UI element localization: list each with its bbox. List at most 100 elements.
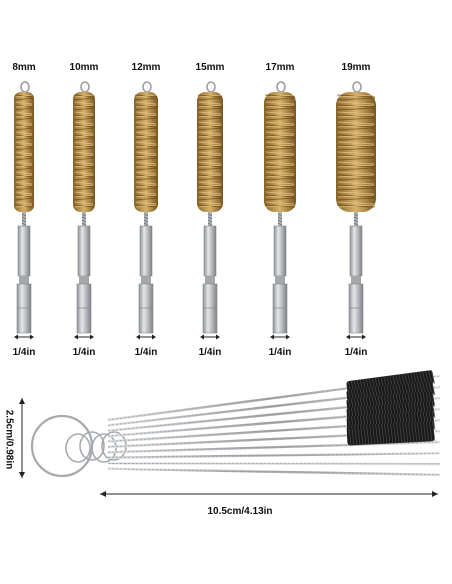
bristle-tuft: [197, 107, 223, 111]
bristle-tuft: [375, 424, 379, 445]
length-arrowhead-left: [100, 491, 106, 497]
bristle-tuft: [336, 107, 376, 111]
bristle-tuft: [351, 425, 355, 446]
bristle-tuft: [134, 137, 158, 141]
bristle-tuft: [197, 147, 223, 151]
bristle-tuft: [74, 124, 94, 128]
bristle-tuft: [15, 124, 33, 128]
bristle-tuft: [431, 369, 436, 384]
bristle-tuft: [198, 101, 222, 105]
bristle-tuft: [197, 117, 223, 121]
bristle-tuft: [135, 194, 157, 198]
brush-loop: [80, 81, 90, 93]
bristle-tuft: [402, 422, 406, 443]
bristle-tuft: [354, 425, 358, 446]
bristle-tuft: [337, 161, 375, 165]
bristle-tuft: [337, 194, 375, 198]
bore-brush: [264, 81, 296, 340]
shank-arrowhead-right: [216, 334, 220, 340]
width-label: 2.5cm/0.98in: [3, 409, 15, 470]
bristle-tuft: [198, 141, 222, 145]
bristle-tuft: [74, 111, 94, 115]
wire-twist: [107, 441, 441, 453]
bristle-tuft: [135, 174, 157, 178]
bristle-tuft: [197, 137, 223, 141]
bristle-tuft: [197, 197, 223, 201]
bristle-tuft: [396, 423, 400, 444]
bristle-tuft: [134, 97, 158, 101]
bristle-tuft: [265, 161, 295, 165]
bristle-tuft: [14, 177, 34, 181]
bristle-tuft: [15, 121, 33, 125]
bristle-tuft: [134, 167, 158, 171]
bristle-tuft: [265, 131, 295, 135]
hex-shank-base: [16, 283, 32, 309]
brush-loop: [276, 81, 286, 93]
bristle-tuft: [337, 154, 375, 158]
bristle-tuft: [337, 171, 375, 175]
bristle-tuft: [15, 94, 33, 98]
bristle-tuft: [14, 167, 34, 171]
hex-shank-upper: [273, 225, 287, 277]
bristle-tuft: [14, 97, 34, 101]
twisted-wire-stem: [144, 212, 148, 228]
bristle-tuft: [73, 117, 95, 121]
bristle-tuft: [14, 147, 34, 151]
bristle-tuft: [134, 127, 158, 131]
hex-shank-tip: [202, 307, 218, 334]
twisted-wire-stem: [208, 212, 212, 228]
bore-brush: [197, 81, 223, 340]
bristle-tuft: [198, 171, 222, 175]
bristle-tuft: [390, 423, 394, 444]
bronze-bristles: [134, 92, 158, 212]
shank-groove: [275, 276, 285, 284]
bristle-tuft: [15, 151, 33, 155]
shank-arrowhead-right: [286, 334, 290, 340]
hex-shank-base: [272, 283, 288, 309]
brush-loop: [20, 81, 30, 93]
shank-arrowhead-right: [90, 334, 94, 340]
bristle-tuft: [134, 197, 158, 201]
bristle-tuft: [15, 184, 33, 188]
bristle-tuft: [265, 201, 295, 205]
bristle-tuft: [14, 137, 34, 141]
bristle-tuft: [15, 101, 33, 105]
wire-twist: [353, 219, 359, 223]
bristle-tuft: [423, 421, 427, 442]
bristle-tuft: [432, 421, 436, 442]
bristle-tuft: [381, 423, 385, 444]
shank-size-label: 1/4in: [268, 347, 292, 358]
bristle-tuft: [357, 424, 361, 445]
hex-shank-tip: [138, 307, 154, 334]
bristle-tuft: [73, 187, 95, 191]
bristle-tuft: [74, 194, 94, 198]
bristle-tuft: [74, 171, 94, 175]
twisted-wire-stem: [278, 212, 282, 228]
bristle-tuft: [135, 151, 157, 155]
bristle-tuft: [264, 107, 296, 111]
wire-twist: [107, 462, 441, 465]
wire-twist: [143, 216, 149, 220]
bristle-tuft: [135, 161, 157, 165]
bristle-tuft: [336, 137, 376, 141]
bristle-tuft: [74, 174, 94, 178]
bristle-tuft: [15, 104, 33, 108]
bristle-tuft: [73, 137, 95, 141]
bronze-bristles: [73, 92, 95, 212]
bristle-tuft: [73, 127, 95, 131]
bristle-tuft: [336, 167, 376, 171]
bristle-tuft: [73, 97, 95, 101]
bristle-tuft: [337, 191, 375, 195]
bristle-tuft: [265, 174, 295, 178]
bristle-tuft: [134, 117, 158, 121]
shank-groove: [19, 276, 29, 284]
twisted-wire-stem: [354, 212, 358, 228]
hex-shank-tip: [16, 307, 32, 334]
bristle-tuft: [74, 131, 94, 135]
bristle-tuft: [431, 380, 436, 396]
bristle-tuft: [135, 141, 157, 145]
wire-twist: [277, 222, 283, 226]
bristle-tuft: [265, 171, 295, 175]
bristle-tuft: [265, 101, 295, 105]
